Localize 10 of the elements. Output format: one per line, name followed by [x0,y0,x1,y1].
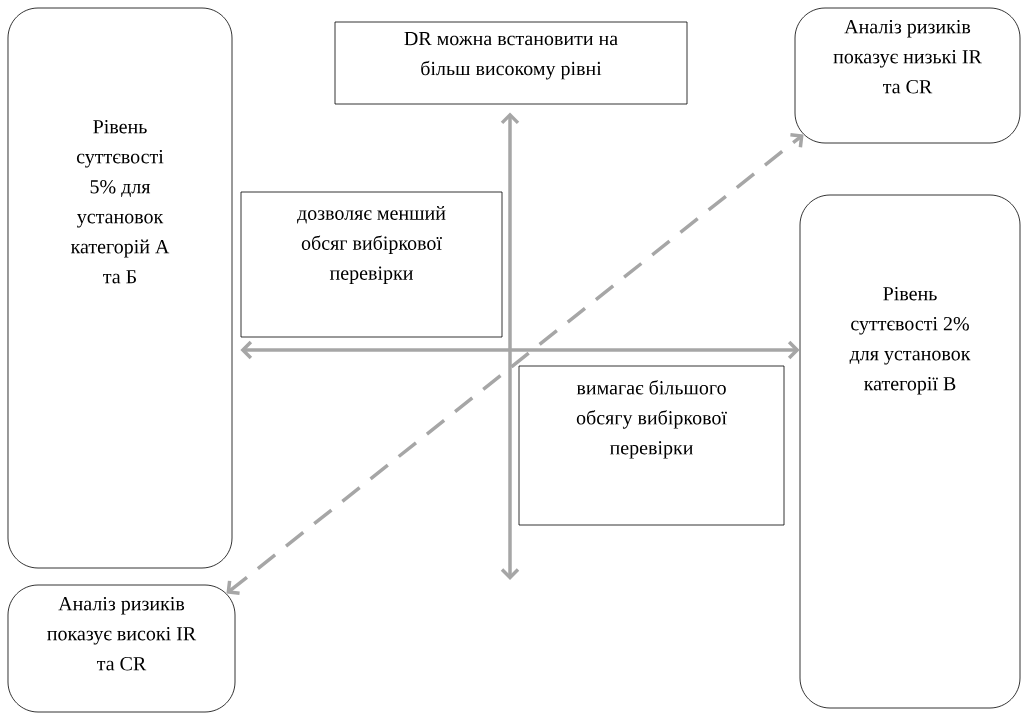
arrow [226,132,804,596]
text-box: вимагає більшого обсягу вибіркової перевірки [518,365,785,526]
text-box: дозволяє менший обсяг вибіркової перевірки [240,191,503,338]
text-box: DR можна встановити на більш високому рівні [334,21,688,105]
rounded-box: Аналіз ризиків показує низькі IR та CR [794,7,1021,144]
arrow [240,340,800,360]
rounded-box: Рівень суттєвості 2% для установок категорії В [799,194,1021,709]
rounded-box: Рівень суттєвості 5% для установок категорій А та Б [7,7,233,569]
arrow [500,112,520,580]
rounded-box: Аналіз ризиків показує високі IR та CR [7,584,236,713]
